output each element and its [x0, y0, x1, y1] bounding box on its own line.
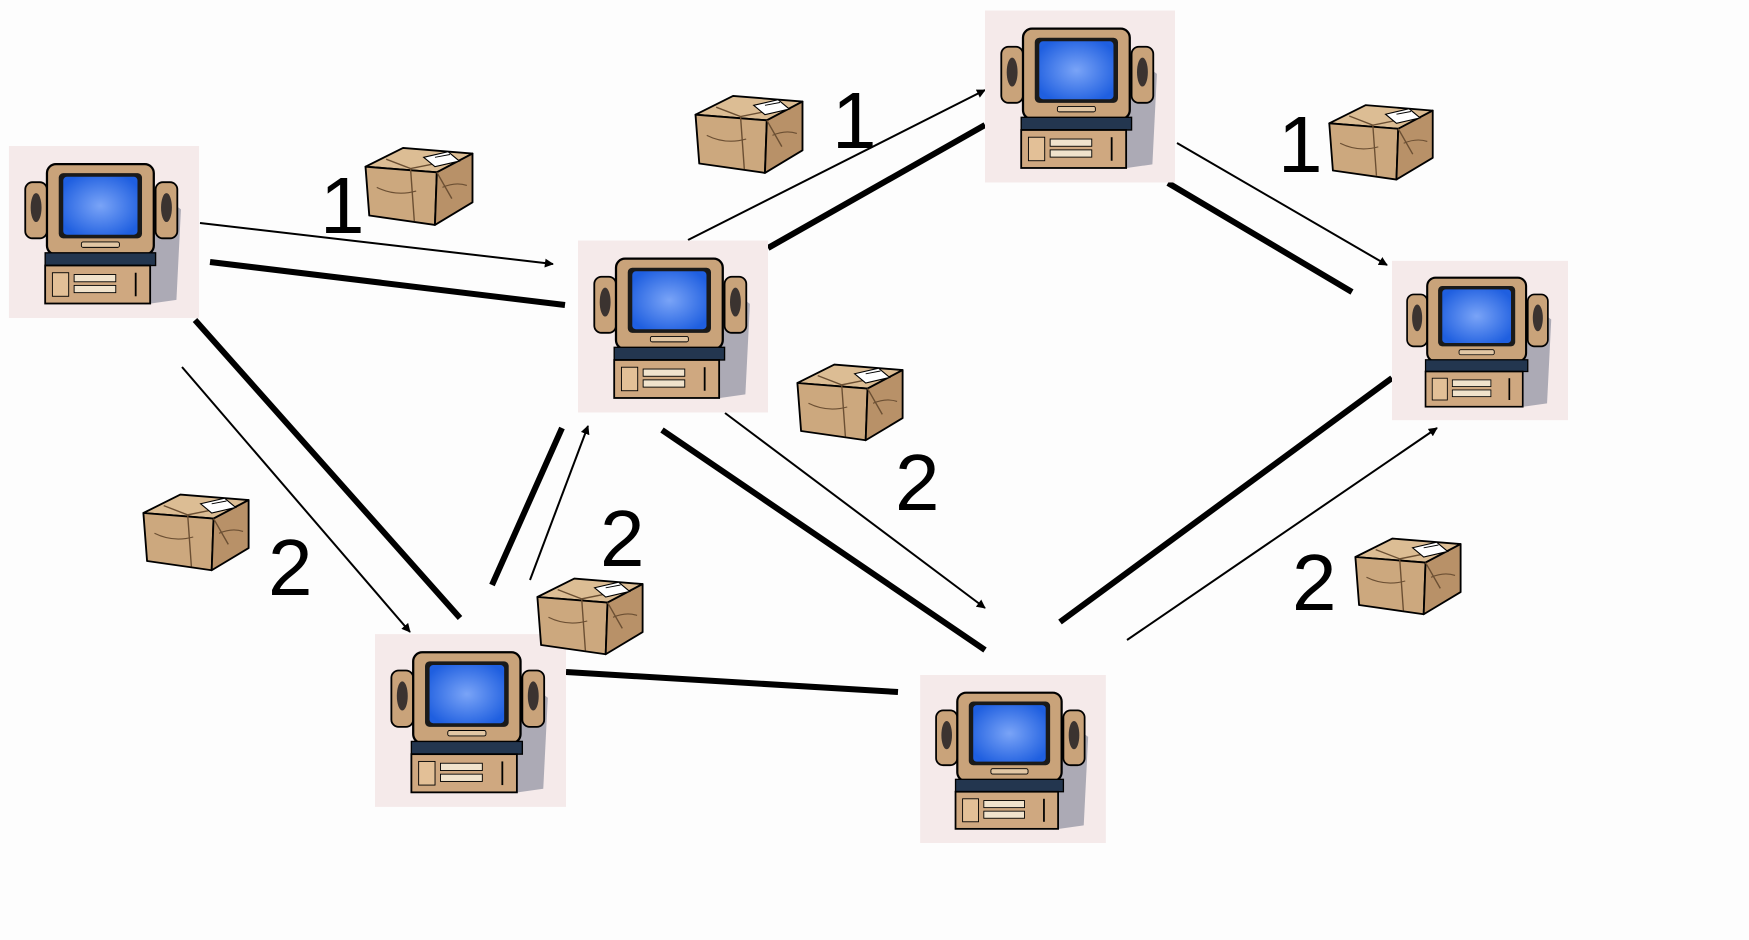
path-label-1: 1 [832, 76, 877, 165]
arrow-icon [529, 425, 590, 581]
path-label-1: 1 [320, 161, 365, 250]
packet-arrows [181, 89, 1438, 641]
arrow-icon [724, 412, 986, 609]
link-a-b [209, 259, 566, 308]
package-icon [536, 577, 644, 656]
link-b-f [660, 427, 987, 653]
path-label-2: 2 [1292, 538, 1337, 627]
computer-icon [375, 634, 566, 807]
link-a-c [192, 318, 463, 620]
link-c-b [489, 426, 565, 587]
computer-icon [578, 240, 768, 413]
computer-icon [919, 675, 1107, 843]
link-f-e [1058, 375, 1394, 625]
package-icon [796, 363, 904, 442]
link-d-e [1166, 180, 1354, 295]
arrow-icon [1126, 427, 1438, 641]
arrow-icon [1176, 142, 1388, 266]
network-links [192, 122, 1394, 695]
computer-icon [985, 10, 1175, 183]
path-label-2: 2 [895, 438, 940, 527]
path-labels: 1 1 1 2 2 2 2 [268, 76, 1337, 627]
computer-icon [1392, 259, 1568, 422]
package-icon [364, 146, 474, 226]
path-label-1: 1 [1278, 100, 1323, 189]
arrow-icon [687, 89, 986, 241]
path-label-2: 2 [600, 494, 645, 583]
package-icon [694, 94, 804, 174]
computer-icon [8, 146, 200, 318]
package-icon [1328, 104, 1434, 181]
link-b-d [766, 122, 987, 251]
link-c-f [565, 669, 899, 695]
package-icon [1354, 537, 1462, 616]
package-icon [142, 493, 250, 572]
arrow-icon [181, 366, 411, 633]
path-label-2: 2 [268, 523, 313, 612]
arrow-icon [199, 222, 554, 268]
